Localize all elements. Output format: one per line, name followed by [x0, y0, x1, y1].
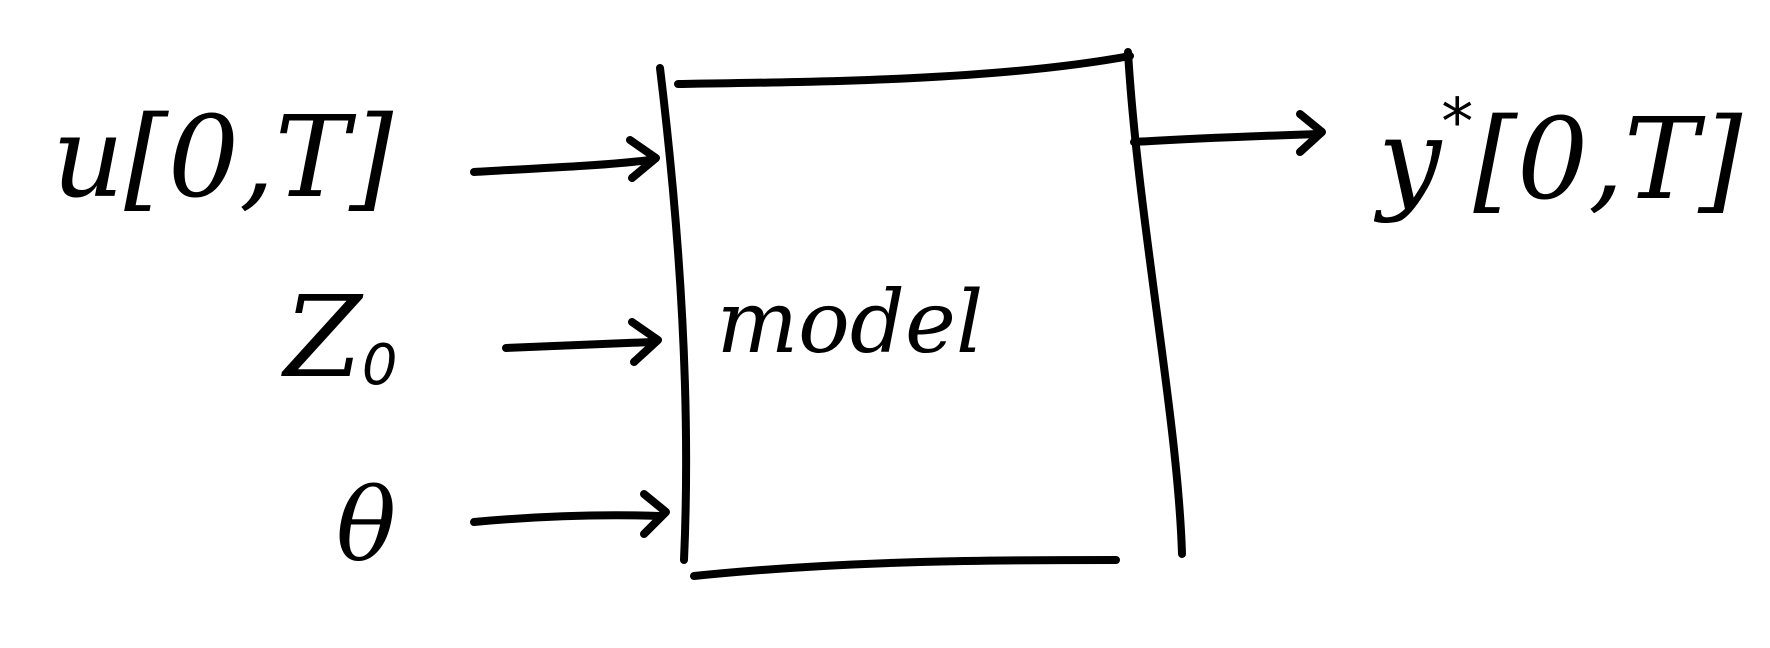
input-theta: θ	[336, 467, 670, 584]
input-u: u[0,T]	[52, 93, 660, 223]
output-arrow-line	[1130, 130, 1322, 146]
input-z0-arrow-line	[502, 338, 656, 352]
input-theta-arrowhead	[640, 490, 670, 538]
input-u-arrow-line	[470, 156, 654, 176]
block-top-edge	[674, 52, 1134, 88]
input-theta-arrow-line	[470, 511, 664, 526]
input-z0-symbol: Z	[281, 273, 364, 403]
block-bottom-edge	[690, 556, 1120, 580]
input-z0: Z0	[281, 273, 662, 403]
input-theta-label: θ	[336, 467, 396, 584]
output-y-symbol: y	[1373, 95, 1443, 225]
output-arrowhead	[1296, 110, 1326, 156]
input-u-symbol: u	[52, 93, 124, 223]
input-z0-label: Z0	[281, 273, 397, 403]
block-left-edge	[656, 64, 691, 564]
input-u-interval: [0,T]	[124, 93, 393, 223]
output-y-label: y*[0,T]	[1373, 86, 1743, 225]
output-y-interval: [0,T]	[1473, 95, 1742, 225]
input-z0-arrowhead	[628, 318, 662, 366]
model-block	[656, 48, 1186, 580]
input-z0-subscript: 0	[362, 333, 398, 398]
output-y-superscript: *	[1441, 86, 1473, 160]
output-y: y*[0,T]	[1130, 86, 1743, 225]
input-u-label: u[0,T]	[52, 93, 393, 223]
model-label: model	[717, 273, 984, 373]
block-right-edge	[1124, 48, 1186, 558]
input-u-arrowhead	[626, 136, 660, 182]
